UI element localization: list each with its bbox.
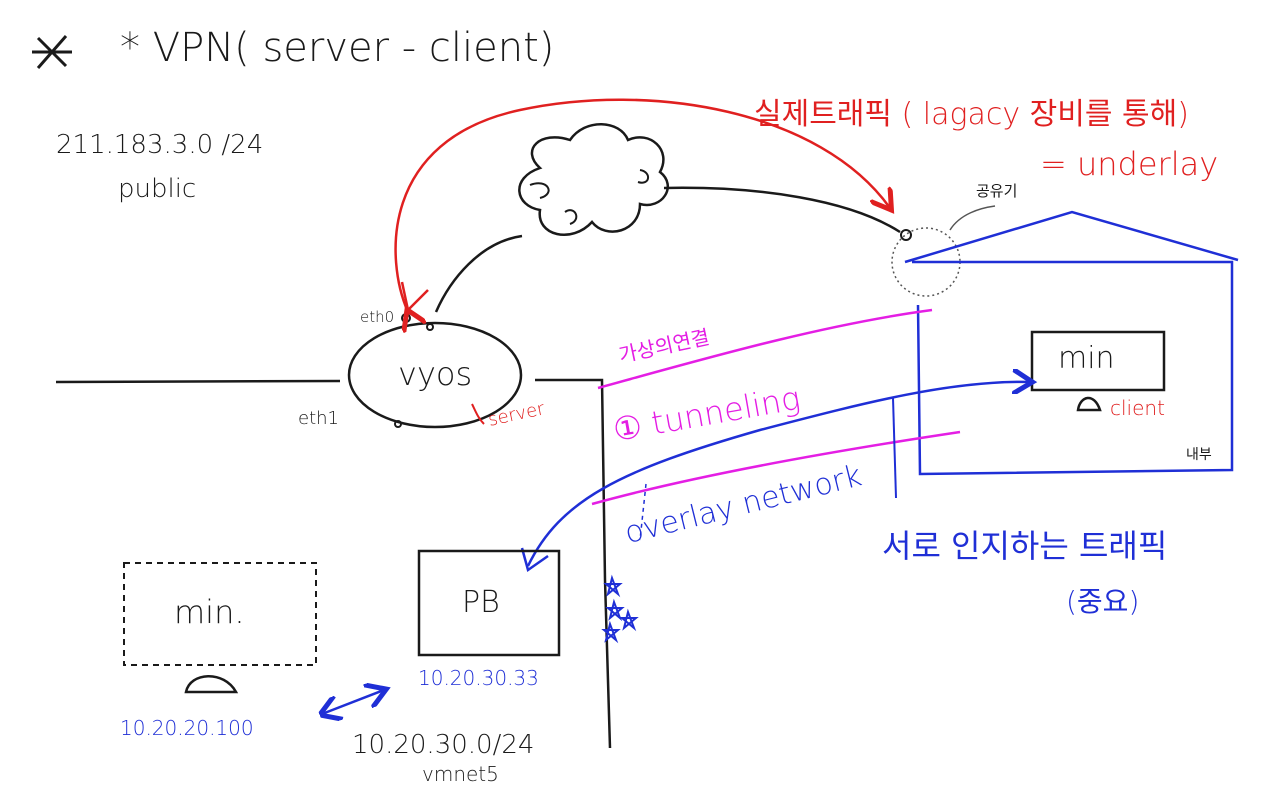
diagram-title: * VPN( server - client) bbox=[120, 25, 555, 71]
underlay-label: = underlay bbox=[1040, 145, 1219, 183]
real-traffic-label: 실제트래픽 ( lagacy 장비를 통해) bbox=[754, 97, 1189, 132]
eth0-port-2 bbox=[426, 323, 434, 331]
vyos-label: vyos bbox=[398, 355, 473, 393]
internet-cloud-icon bbox=[518, 123, 669, 237]
bidirectional-arrow bbox=[322, 690, 384, 714]
eth0-port bbox=[401, 313, 411, 323]
cloud-vyos-line bbox=[434, 234, 523, 313]
tunnel-line-bottom bbox=[591, 430, 961, 506]
cloud-router-line bbox=[663, 186, 901, 234]
min-right-monitor bbox=[1030, 330, 1166, 392]
tunnel-line-top bbox=[597, 308, 933, 390]
vmnet-label: vmnet5 bbox=[422, 762, 499, 786]
client-label: client bbox=[1110, 396, 1165, 420]
router-label: 공유기 bbox=[976, 182, 1018, 200]
important-label: (중요) bbox=[1066, 585, 1140, 618]
home-network-house bbox=[904, 210, 1239, 476]
tunnel-traffic-arrow bbox=[526, 382, 1030, 567]
min-left-label: min. bbox=[174, 593, 245, 631]
mutual-traffic-label: 서로 인지하는 트래픽 bbox=[882, 527, 1168, 565]
min-left-ip: 10.20.20.100 bbox=[120, 716, 254, 740]
pb-ip: 10.20.30.33 bbox=[418, 666, 539, 690]
public-network-line bbox=[55, 379, 341, 384]
vmnet-subnet: 10.20.30.0/24 bbox=[352, 730, 535, 760]
real-traffic-arrow bbox=[394, 98, 890, 312]
overlay-boundary-line bbox=[892, 397, 897, 499]
pb-label: PB bbox=[462, 585, 500, 620]
min-left-monitor bbox=[123, 562, 317, 666]
pb-machine-box bbox=[417, 549, 561, 657]
title-asterisk-icon bbox=[32, 35, 72, 69]
router-port bbox=[900, 229, 912, 241]
home-label: 내부 bbox=[1186, 447, 1212, 463]
eth1-label: eth1 bbox=[298, 408, 339, 429]
important-stars-icon bbox=[601, 574, 639, 644]
vyos-vmnet-line bbox=[535, 378, 612, 749]
eth1-port bbox=[394, 420, 402, 428]
min-right-label: min bbox=[1058, 341, 1115, 376]
public-subnet: 211.183.3.0 /24 bbox=[56, 130, 264, 160]
eth0-label: eth0 bbox=[360, 308, 395, 326]
public-label: public bbox=[118, 174, 197, 204]
